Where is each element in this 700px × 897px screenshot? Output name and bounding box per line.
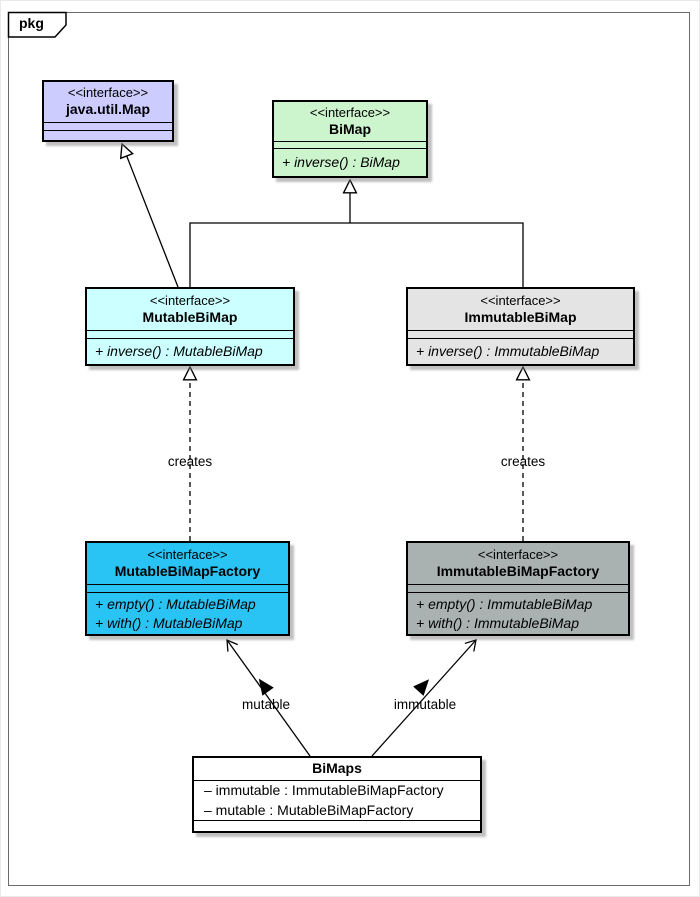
stereotype-label: <<interface>> — [147, 546, 228, 562]
class-name-label: MutableBiMapFactory — [114, 562, 261, 579]
class-bimap: <<interface>> BiMap + inverse() : BiMap — [272, 100, 428, 178]
class-immutablebimap: <<interface>> ImmutableBiMap + inverse()… — [406, 287, 635, 366]
class-title: BiMaps — [194, 758, 480, 780]
class-mutablebimap: <<interface>> MutableBiMap + inverse() :… — [85, 287, 295, 366]
operation: + inverse() : BiMap — [282, 154, 400, 171]
stereotype-label: <<interface>> — [477, 546, 559, 562]
generalization-mutablebimap-to-map — [122, 144, 179, 288]
reading-direction-arrow-immutable — [413, 679, 430, 696]
operations-compartment: + inverse() : BiMap — [274, 148, 426, 176]
operations-compartment: + empty() : ImmutableBiMap + with() : Im… — [408, 592, 628, 634]
class-title: <<interface>> MutableBiMap — [87, 289, 293, 330]
operation: + empty() : ImmutableBiMap — [416, 595, 593, 612]
class-java-util-map: <<interface>> java.util.Map — [42, 80, 174, 142]
class-title: <<interface>> ImmutableBiMapFactory — [408, 543, 628, 584]
attribute: – mutable : MutableBiMapFactory — [204, 801, 414, 818]
attributes-compartment — [408, 330, 633, 338]
operation: + empty() : MutableBiMap — [95, 595, 256, 612]
attributes-compartment — [87, 584, 288, 592]
class-bimaps: BiMaps – immutable : ImmutableBiMapFacto… — [192, 756, 482, 833]
attribute: – immutable : ImmutableBiMapFactory — [204, 782, 444, 799]
class-name-label: MutableBiMap — [142, 308, 238, 325]
package-frame-border — [8, 12, 690, 886]
association-bimaps-to-mutable-factory — [226, 638, 311, 757]
generalization-tree-branches — [189, 222, 524, 287]
edge-label-creates-left: creates — [167, 454, 213, 469]
package-frame-tag-label: pkg — [19, 15, 44, 31]
operations-compartment: + inverse() : ImmutableBiMap — [408, 338, 633, 364]
stereotype-label: <<interface>> — [480, 292, 561, 308]
reading-direction-arrow-mutable — [258, 678, 274, 696]
class-title: <<interface>> java.util.Map — [44, 82, 172, 122]
class-immutablebimapfactory: <<interface>> ImmutableBiMapFactory + em… — [406, 541, 630, 636]
attributes-compartment — [274, 141, 426, 148]
class-name-label: BiMaps — [312, 760, 362, 777]
edge-label-immutable: immutable — [393, 697, 457, 712]
edge-label-mutable: mutable — [241, 697, 291, 712]
operation: + with() : MutableBiMap — [95, 614, 243, 631]
operations-compartment: + empty() : MutableBiMap + with() : Muta… — [87, 592, 288, 634]
stereotype-label: <<interface>> — [149, 292, 231, 308]
class-title: <<interface>> BiMap — [274, 102, 426, 141]
class-name-label: ImmutableBiMapFactory — [436, 562, 600, 579]
package-frame-tab — [7, 11, 67, 38]
edge-label-creates-right: creates — [500, 454, 546, 469]
class-name-label: ImmutableBiMap — [464, 308, 577, 325]
operation: + inverse() : ImmutableBiMap — [416, 343, 600, 360]
operations-compartment: + inverse() : MutableBiMap — [87, 338, 293, 364]
class-name-label: java.util.Map — [65, 101, 151, 118]
class-title: <<interface>> MutableBiMapFactory — [87, 543, 288, 584]
stereotype-label: <<interface>> — [67, 85, 149, 101]
attributes-compartment — [408, 584, 628, 592]
operation: + with() : ImmutableBiMap — [416, 614, 579, 631]
attributes-compartment — [44, 122, 172, 130]
stereotype-label: <<interface>> — [309, 104, 391, 120]
class-title: <<interface>> ImmutableBiMap — [408, 289, 633, 330]
class-name-label: BiMap — [329, 120, 371, 137]
association-bimaps-to-immutable-factory — [371, 639, 477, 757]
attributes-compartment: – immutable : ImmutableBiMapFactory – mu… — [194, 780, 480, 820]
operations-compartment — [194, 820, 480, 831]
operations-compartment — [44, 130, 172, 140]
attributes-compartment — [87, 330, 293, 338]
class-mutablebimapfactory: <<interface>> MutableBiMapFactory + empt… — [85, 541, 290, 636]
operation: + inverse() : MutableBiMap — [95, 343, 263, 360]
